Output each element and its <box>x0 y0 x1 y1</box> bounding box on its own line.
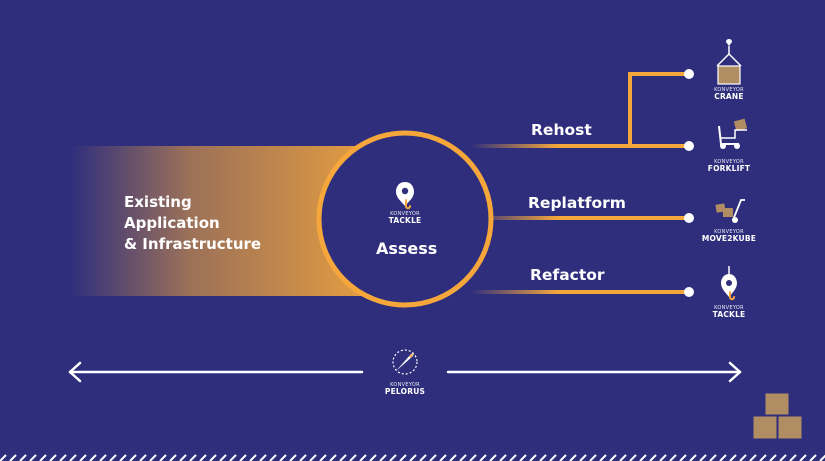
tool-crane: KONVEYOR CRANE <box>699 88 759 101</box>
stacked-boxes-icon <box>752 392 803 440</box>
center-brand: KONVEYOR <box>390 211 420 217</box>
existing-app-infra-label: Existing Application & Infrastructure <box>124 192 261 255</box>
center-tool-name: TACKLE <box>388 216 422 225</box>
route-label-rehost: Rehost <box>531 121 592 139</box>
tackle-hook-icon <box>721 266 737 301</box>
tool-forklift-name: FORKLIFT <box>707 164 751 173</box>
assess-circle <box>316 130 494 308</box>
tool-tackle: KONVEYOR TACKLE <box>699 306 759 319</box>
move2kube-dot <box>684 213 694 223</box>
crane-box-icon <box>716 39 742 85</box>
crane-branch-line <box>628 72 689 146</box>
tool-move2kube: KONVEYOR MOVE2KUBE <box>696 230 762 243</box>
center-tool-label: KONVEYOR TACKLE <box>380 212 430 225</box>
tool-tackle-name: TACKLE <box>712 310 746 319</box>
existing-line-2: Application <box>124 214 220 232</box>
hand-truck-icon <box>715 199 745 223</box>
forklift-dot <box>684 141 694 151</box>
existing-line-1: Existing <box>124 193 192 211</box>
hook-icon <box>396 182 414 210</box>
tackle-dot <box>684 287 694 297</box>
compass-needle-icon <box>392 349 418 375</box>
arrow-right-head <box>728 361 742 383</box>
pelorus-brand: KONVEYOR <box>390 382 420 388</box>
bottom-hatch-border <box>0 454 825 461</box>
tool-tackle-brand: KONVEYOR <box>714 305 744 311</box>
timeline-arrow <box>68 361 742 383</box>
tool-move2kube-brand: KONVEYOR <box>714 229 744 235</box>
pelorus-label: KONVEYOR PELORUS <box>375 383 435 396</box>
tool-crane-name: CRANE <box>714 92 744 101</box>
arrow-left-head <box>68 361 82 383</box>
tool-forklift: KONVEYOR FORKLIFT <box>699 160 759 173</box>
forklift-icon <box>718 118 748 149</box>
assess-label: Assess <box>376 239 438 258</box>
tool-crane-brand: KONVEYOR <box>714 87 744 93</box>
route-label-refactor: Refactor <box>530 266 605 284</box>
existing-line-3: & Infrastructure <box>124 235 262 253</box>
route-label-replatform: Replatform <box>528 194 626 212</box>
crane-dot <box>684 69 694 79</box>
tool-forklift-brand: KONVEYOR <box>714 159 744 165</box>
tool-move2kube-name: MOVE2KUBE <box>701 234 757 243</box>
pelorus-name: PELORUS <box>384 387 426 396</box>
endpoint-dots <box>684 69 694 297</box>
route-lines <box>468 144 691 294</box>
